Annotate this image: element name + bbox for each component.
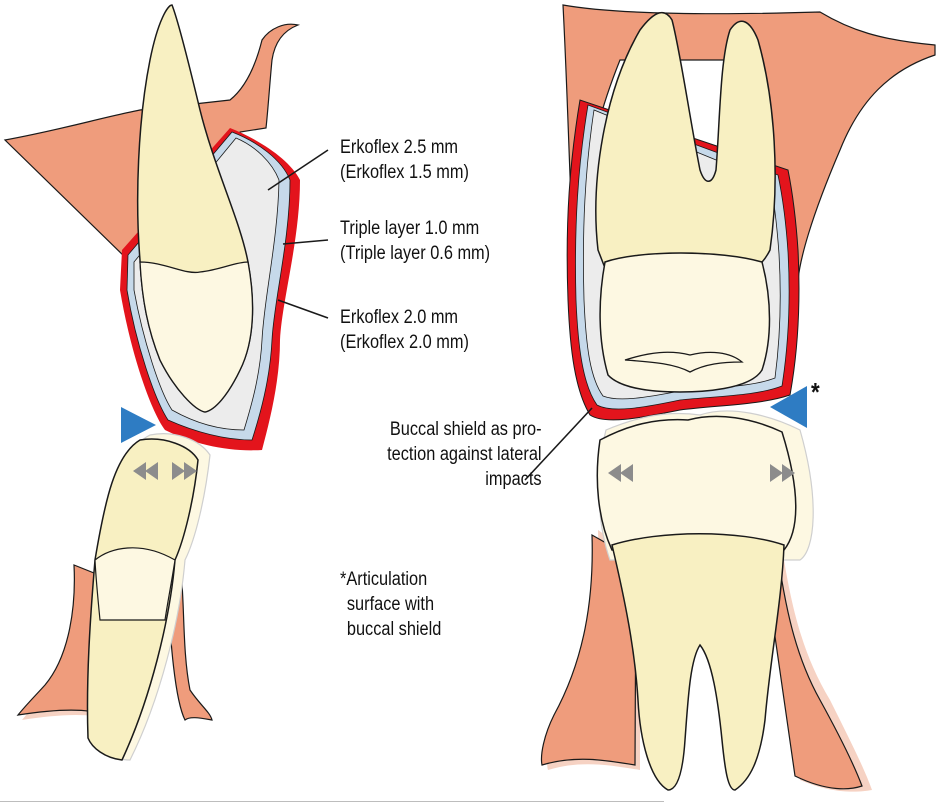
label-articulation-line1: *Articulation	[340, 567, 441, 592]
label-erkoflex-outer: Erkoflex 2.5 mm (Erkoflex 1.5 mm)	[340, 135, 469, 185]
label-buccal-shield-line3: impacts	[388, 467, 542, 492]
label-buccal-shield-line2: tection against lateral	[388, 442, 542, 467]
label-buccal-shield: Buccal shield as pro- tection against la…	[388, 417, 542, 492]
label-erkoflex-inner: Erkoflex 2.0 mm (Erkoflex 2.0 mm)	[340, 305, 469, 355]
label-triple-layer-line2: (Triple layer 0.6 mm)	[340, 241, 490, 266]
label-erkoflex-outer-line1: Erkoflex 2.5 mm	[340, 135, 469, 160]
label-erkoflex-inner-line1: Erkoflex 2.0 mm	[340, 305, 469, 330]
label-triple-layer-line1: Triple layer 1.0 mm	[340, 216, 490, 241]
label-triple-layer: Triple layer 1.0 mm (Triple layer 0.6 mm…	[340, 216, 490, 266]
asterisk-marker: *	[811, 380, 820, 405]
label-articulation-line2: surface with	[340, 592, 441, 617]
label-articulation-line3: buccal shield	[340, 617, 441, 642]
label-erkoflex-inner-line2: (Erkoflex 2.0 mm)	[340, 330, 469, 355]
label-buccal-shield-line1: Buccal shield as pro-	[388, 417, 542, 442]
label-articulation-surface: *Articulation surface with buccal shield	[340, 567, 441, 642]
right-upper-tooth	[596, 13, 775, 392]
label-erkoflex-outer-line2: (Erkoflex 1.5 mm)	[340, 160, 469, 185]
bottom-divider	[0, 801, 664, 802]
